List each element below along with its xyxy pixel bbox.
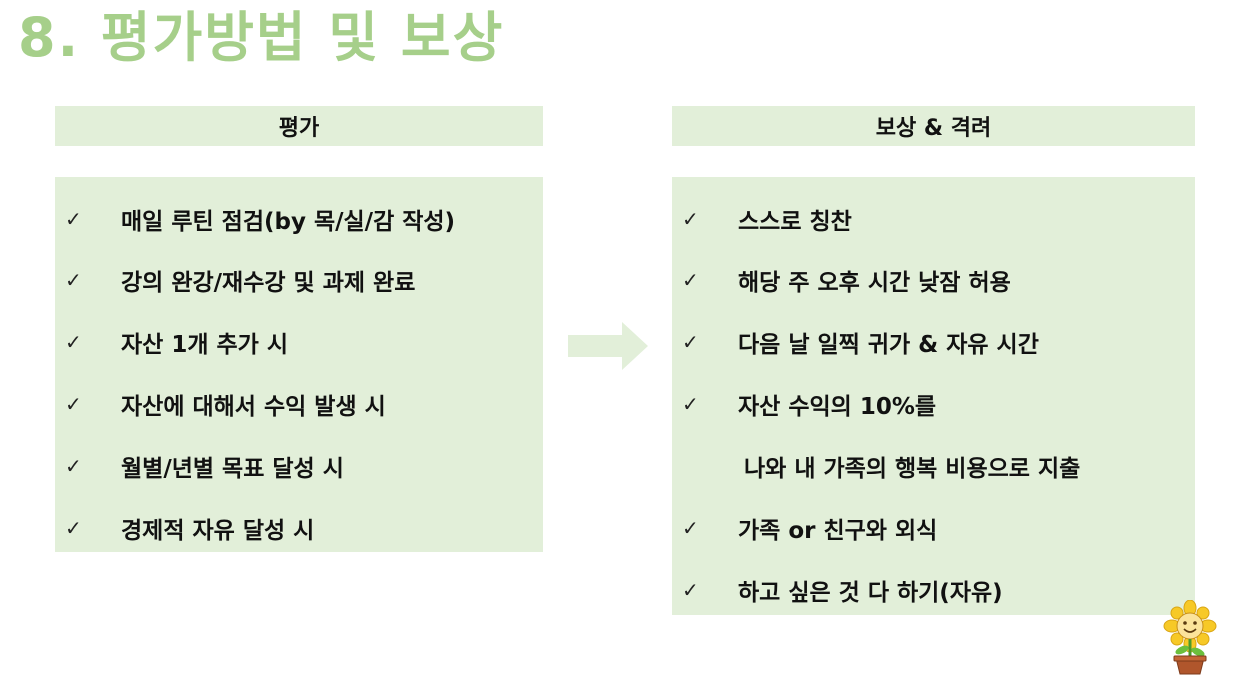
list-item: ✓ 해당 주 오후 시간 낮잠 허용 xyxy=(672,260,1195,300)
list-item-label: 하고 싶은 것 다 하기(자유) xyxy=(738,580,1003,606)
list-item-label: 해당 주 오후 시간 낮잠 허용 xyxy=(738,270,1011,296)
list-item: ✓ 월별/년별 목표 달성 시 xyxy=(55,446,543,486)
check-icon: ✓ xyxy=(65,207,82,231)
list-item-label: 스스로 칭찬 xyxy=(738,209,852,235)
list-item: 나와 내 가족의 행복 비용으로 지출 xyxy=(672,446,1195,486)
list-item-label: 나와 내 가족의 행복 비용으로 지출 xyxy=(744,456,1081,482)
check-icon: ✓ xyxy=(682,268,699,292)
check-icon: ✓ xyxy=(65,392,82,416)
list-item: ✓ 자산 1개 추가 시 xyxy=(55,322,543,362)
check-icon: ✓ xyxy=(682,207,699,231)
list-item-label: 자산 수익의 10%를 xyxy=(738,394,937,420)
list-item-label: 가족 or 친구와 외식 xyxy=(738,518,938,544)
check-icon: ✓ xyxy=(682,330,699,354)
check-icon: ✓ xyxy=(65,268,82,292)
page-title: 8. 평가방법 및 보상 xyxy=(18,6,505,69)
list-item-label: 매일 루틴 점검(by 목/실/감 작성) xyxy=(121,209,456,235)
list-item-label: 자산 1개 추가 시 xyxy=(121,332,288,358)
sunflower-pot-icon xyxy=(1163,600,1217,675)
check-icon: ✓ xyxy=(65,454,82,478)
evaluation-list: ✓ 매일 루틴 점검(by 목/실/감 작성) ✓ 강의 완강/재수강 및 과제… xyxy=(55,177,543,552)
list-item: ✓ 하고 싶은 것 다 하기(자유) xyxy=(672,570,1195,610)
list-item-label: 다음 날 일찍 귀가 & 자유 시간 xyxy=(738,332,1039,358)
list-item: ✓ 다음 날 일찍 귀가 & 자유 시간 xyxy=(672,322,1195,362)
check-icon: ✓ xyxy=(65,330,82,354)
list-item: ✓ 자산 수익의 10%를 xyxy=(672,384,1195,424)
list-item-label: 경제적 자유 달성 시 xyxy=(121,518,315,544)
list-item: ✓ 매일 루틴 점검(by 목/실/감 작성) xyxy=(55,199,543,239)
right-arrow-icon xyxy=(568,322,648,370)
list-item: ✓ 자산에 대해서 수익 발생 시 xyxy=(55,384,543,424)
reward-list: ✓ 스스로 칭찬 ✓ 해당 주 오후 시간 낮잠 허용 ✓ 다음 날 일찍 귀가… xyxy=(672,177,1195,615)
list-item-label: 자산에 대해서 수익 발생 시 xyxy=(121,394,386,420)
list-item: ✓ 경제적 자유 달성 시 xyxy=(55,508,543,548)
evaluation-header: 평가 xyxy=(55,106,543,146)
list-item: ✓ 강의 완강/재수강 및 과제 완료 xyxy=(55,260,543,300)
list-item-label: 월별/년별 목표 달성 시 xyxy=(121,456,344,482)
check-icon: ✓ xyxy=(65,516,82,540)
list-item: ✓ 스스로 칭찬 xyxy=(672,199,1195,239)
list-item: ✓ 가족 or 친구와 외식 xyxy=(672,508,1195,548)
check-icon: ✓ xyxy=(682,392,699,416)
list-item-label: 강의 완강/재수강 및 과제 완료 xyxy=(121,270,416,296)
reward-header: 보상 & 격려 xyxy=(672,106,1195,146)
check-icon: ✓ xyxy=(682,578,699,602)
check-icon: ✓ xyxy=(682,516,699,540)
